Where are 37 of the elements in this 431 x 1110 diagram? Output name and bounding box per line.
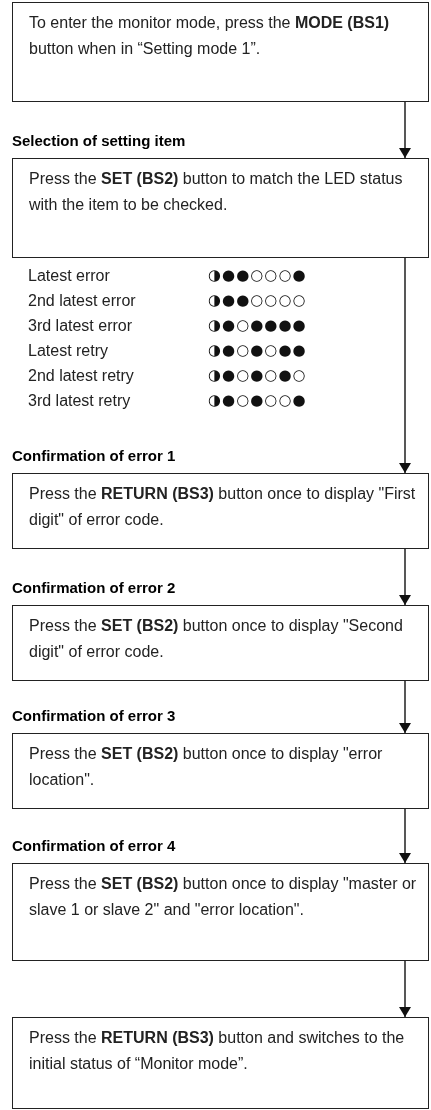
led-status: ◑●○●○○●	[208, 390, 307, 412]
item-label: 3rd latest retry	[28, 390, 132, 411]
item-label: 2nd latest retry	[28, 365, 135, 386]
instruction-text: Press the RETURN (BS3) button once to display "First digit" of error code.	[29, 484, 417, 530]
led-status: ◑●●○○○○	[208, 290, 307, 312]
process-box	[12, 605, 429, 681]
instruction-text: Press the SET (BS2) button once to display "master or slave 1 or slave 2" and "error location".	[29, 874, 418, 920]
process-box	[12, 733, 429, 809]
arrow	[399, 680, 411, 734]
step-heading: Confirmation of error 2	[12, 578, 176, 598]
item-label: Latest retry	[28, 340, 110, 361]
arrow	[399, 808, 411, 864]
step-heading: Selection of setting item	[12, 131, 186, 151]
arrow	[399, 257, 411, 474]
instruction-text: Press the SET (BS2) button once to display "error location".	[29, 744, 384, 790]
led-status: ◑●○●○●○	[208, 365, 307, 387]
item-label: 2nd latest error	[28, 290, 137, 311]
process-box	[12, 2, 429, 102]
arrow	[399, 548, 411, 606]
step-heading: Confirmation of error 1	[12, 446, 176, 466]
instruction-text: Press the SET (BS2) button to match the LED status with the item to be checked.	[29, 169, 404, 215]
led-status: ◑●○●○●●	[208, 340, 307, 362]
instruction-text: To enter the monitor mode, press the MODE (BS1) button when in “Setting mode 1”.	[29, 13, 391, 59]
arrow	[399, 960, 411, 1018]
led-status: ◑●●○○○●	[208, 265, 307, 287]
instruction-text: Press the RETURN (BS3) button and switches to the initial status of “Monitor mode”.	[29, 1028, 406, 1074]
led-status: ◑●○●●●●	[208, 315, 307, 337]
step-heading: Confirmation of error 4	[12, 836, 176, 856]
item-label: Latest error	[28, 265, 111, 286]
instruction-text: Press the SET (BS2) button once to display "Second digit" of error code.	[29, 616, 404, 662]
step-heading: Confirmation of error 3	[12, 706, 176, 726]
process-box	[12, 473, 429, 549]
process-box	[12, 1017, 429, 1109]
process-box	[12, 863, 429, 961]
item-label: 3rd latest error	[28, 315, 134, 336]
arrow	[399, 101, 411, 159]
process-box	[12, 158, 429, 258]
